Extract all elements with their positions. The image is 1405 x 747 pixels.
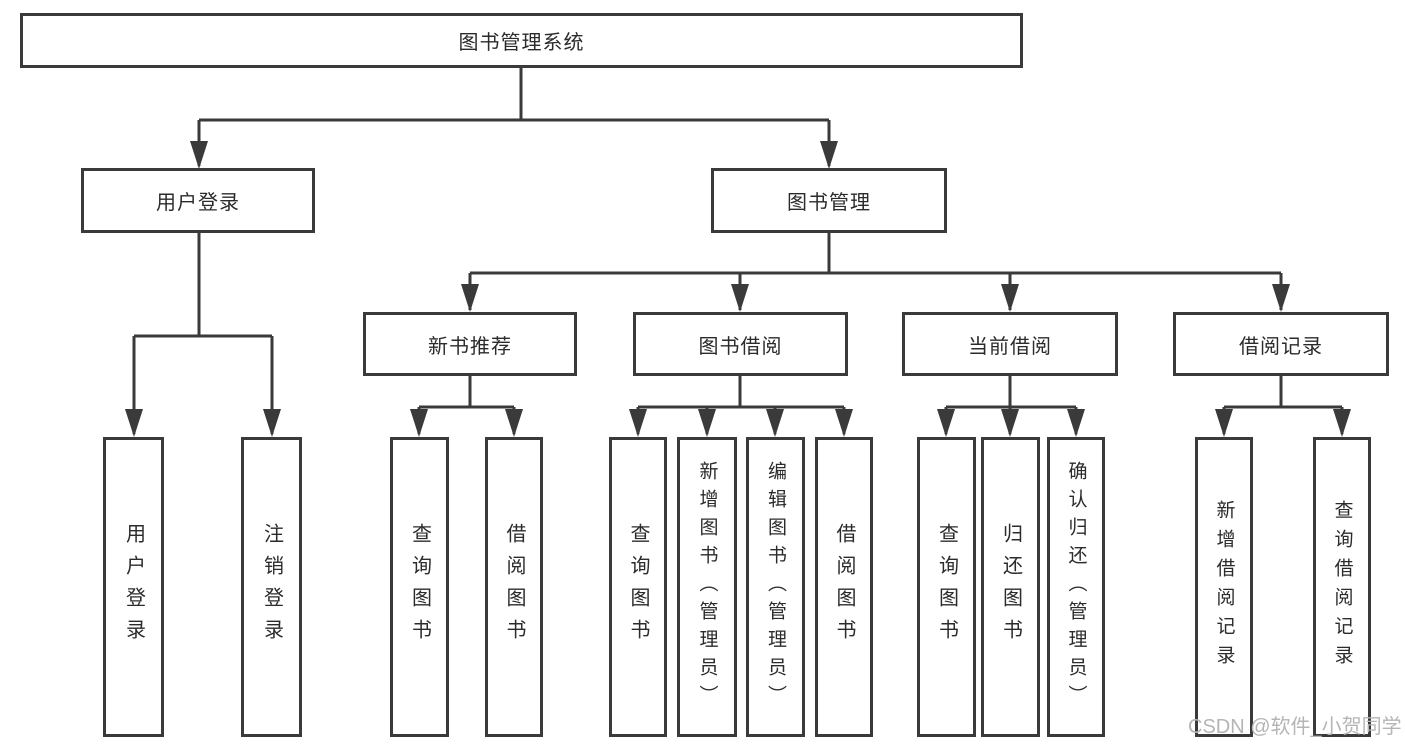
node-library-management-system: 图书管理系统 (20, 13, 1023, 68)
leaf-rec-query-books: 查询图书 (390, 437, 449, 737)
leaf-cb-return-books: 归还图书 (981, 437, 1040, 737)
leaf-bb-add-books-admin: 新增图书（管理员） (677, 437, 737, 737)
leaf-logout: 注销登录 (241, 437, 302, 737)
leaf-bb-edit-books-admin: 编辑图书（管理员） (746, 437, 805, 737)
leaf-br-add-record: 新增借阅记录 (1195, 437, 1253, 737)
csdn-watermark: CSDN @软件_小贺同学 (1188, 716, 1402, 738)
leaf-cb-query-books: 查询图书 (917, 437, 976, 737)
node-new-book-recommendation: 新书推荐 (363, 312, 577, 376)
leaf-rec-borrow-books: 借阅图书 (485, 437, 543, 737)
leaf-bb-query-books: 查询图书 (609, 437, 667, 737)
node-book-borrowing: 图书借阅 (633, 312, 848, 376)
leaf-user-login: 用户登录 (103, 437, 164, 737)
node-borrowing-records: 借阅记录 (1173, 312, 1389, 376)
leaf-bb-borrow-books: 借阅图书 (815, 437, 873, 737)
connector-paths (132, 68, 1344, 434)
node-current-borrowing: 当前借阅 (902, 312, 1118, 376)
node-book-management: 图书管理 (711, 168, 947, 233)
node-user-login: 用户登录 (81, 168, 315, 233)
leaf-cb-confirm-return-admin: 确认归还（管理员） (1047, 437, 1105, 737)
leaf-br-query-record: 查询借阅记录 (1313, 437, 1371, 737)
